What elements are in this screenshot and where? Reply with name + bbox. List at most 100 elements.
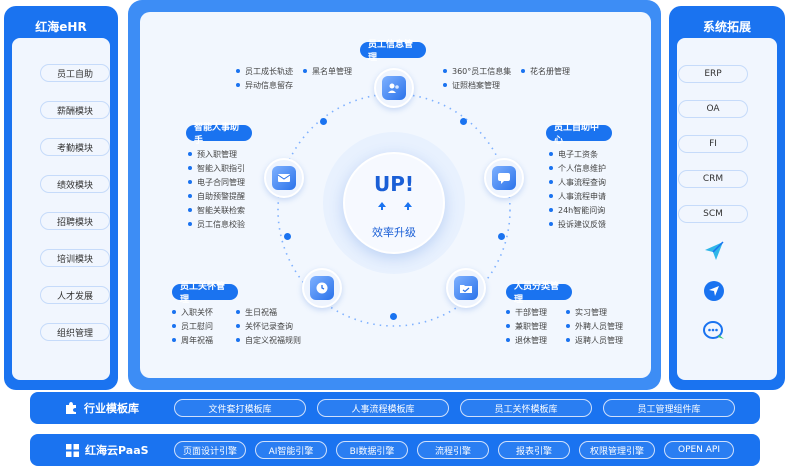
- list-item: 兼职管理: [506, 319, 547, 333]
- center-subtitle: 效率升级: [372, 226, 416, 239]
- engine-pill[interactable]: 流程引擎: [417, 441, 489, 459]
- module-pill[interactable]: 人才发展: [40, 286, 110, 304]
- folder-icon: [460, 285, 472, 293]
- paas-bar-title: 红海云PaaS: [66, 440, 149, 460]
- chat-icon: [498, 173, 510, 184]
- top-list-4: 花名册管理: [521, 64, 570, 78]
- engine-pill[interactable]: OPEN API: [664, 441, 734, 459]
- arrow-up-icon: [404, 202, 412, 210]
- lr-list-1: 干部管理 兼职管理 退休管理: [506, 305, 547, 347]
- section-tag: 智能人事助手: [186, 123, 252, 146]
- ur-list: 电子工资条 个人信息维护 人事流程查询 人事流程申请 24h智能问询 投诉建议反…: [549, 147, 606, 231]
- ul-list: 预入职管理 智能入职指引 电子合同管理 自助预警提醒 智能关联检索 员工信息校验: [188, 147, 245, 231]
- list-item: 自定义祝福规则: [236, 333, 301, 347]
- chat-bubble-icon[interactable]: [702, 320, 726, 342]
- people-icon: [388, 83, 399, 93]
- list-item: 证照档案管理: [443, 78, 511, 92]
- staff-info-node[interactable]: [374, 68, 414, 108]
- engine-pill[interactable]: 权限管理引擎: [579, 441, 655, 459]
- extension-pill[interactable]: CRM: [678, 170, 748, 188]
- lr-list-2: 实习管理 外聘人员管理 返聘人员管理: [566, 305, 623, 347]
- care-node[interactable]: [302, 268, 342, 308]
- list-item: 人事流程查询: [549, 175, 606, 189]
- list-item: 花名册管理: [521, 64, 570, 78]
- list-item: 员工信息校验: [188, 217, 245, 231]
- extension-pill[interactable]: OA: [678, 100, 748, 118]
- top-list-2: 黑名单管理: [303, 64, 352, 78]
- list-item: 返聘人员管理: [566, 333, 623, 347]
- center-disc: [343, 152, 445, 254]
- module-pill[interactable]: 薪酬模块: [40, 101, 110, 119]
- module-pill[interactable]: 培训模块: [40, 249, 110, 267]
- list-item: 员工慰问: [172, 319, 213, 333]
- ring-dot: [460, 118, 467, 125]
- section-tag: 员工信息管理: [360, 40, 426, 63]
- extension-pill[interactable]: FI: [678, 135, 748, 153]
- top-list-3: 360°员工信息集 证照档案管理: [443, 64, 511, 92]
- engine-pill[interactable]: 页面设计引擎: [174, 441, 246, 459]
- ll-list-2: 生日祝福 关怀记录查询 自定义祝福规则: [236, 305, 301, 347]
- arrow-up-icon: [378, 202, 386, 210]
- list-item: 生日祝福: [236, 305, 301, 319]
- module-pill[interactable]: 员工自助: [40, 64, 110, 82]
- industry-bar-title: 行业模板库: [64, 398, 139, 418]
- send-circle-icon[interactable]: [703, 280, 725, 302]
- template-pill[interactable]: 人事流程模板库: [317, 399, 449, 417]
- list-item: 个人信息维护: [549, 161, 606, 175]
- list-item: 外聘人员管理: [566, 319, 623, 333]
- section-tag: 员工自助中心: [546, 123, 612, 146]
- module-pill[interactable]: 考勤模块: [40, 138, 110, 156]
- section-tag: 人员分类管理: [506, 282, 572, 305]
- list-item: 退休管理: [506, 333, 547, 347]
- engine-pill[interactable]: 报表引擎: [498, 441, 570, 459]
- grid-icon: [66, 443, 79, 457]
- ring-dot: [390, 313, 397, 320]
- module-pill[interactable]: 招聘模块: [40, 212, 110, 230]
- list-item: 关怀记录查询: [236, 319, 301, 333]
- ring-dot: [284, 233, 291, 240]
- list-item: 360°员工信息集: [443, 64, 511, 78]
- list-item: 周年祝福: [172, 333, 213, 347]
- list-item: 智能关联检索: [188, 203, 245, 217]
- list-item: 黑名单管理: [303, 64, 352, 78]
- self-service-node[interactable]: [484, 158, 524, 198]
- list-item: 电子工资条: [549, 147, 606, 161]
- template-pill[interactable]: 员工关怀模板库: [460, 399, 592, 417]
- paper-plane-icon[interactable]: [703, 240, 725, 262]
- list-item: 入职关怀: [172, 305, 213, 319]
- ll-list-1: 入职关怀 员工慰问 周年祝福: [172, 305, 213, 347]
- classify-node[interactable]: [446, 268, 486, 308]
- list-item: 电子合同管理: [188, 175, 245, 189]
- list-item: 异动信息留存: [236, 78, 293, 92]
- ring-dot: [498, 233, 505, 240]
- clock-icon: [316, 282, 328, 294]
- list-item: 人事流程申请: [549, 189, 606, 203]
- template-pill[interactable]: 文件套打模板库: [174, 399, 306, 417]
- center-title: UP!: [373, 172, 415, 196]
- list-item: 预入职管理: [188, 147, 245, 161]
- assistant-node[interactable]: [264, 158, 304, 198]
- list-item: 员工成长轨迹: [236, 64, 293, 78]
- paas-title-text: 红海云PaaS: [85, 444, 149, 457]
- list-item: 24h智能问询: [549, 203, 606, 217]
- module-pill[interactable]: 绩效模块: [40, 175, 110, 193]
- module-pill[interactable]: 组织管理: [40, 323, 110, 341]
- engine-pill[interactable]: AI智能引擎: [255, 441, 327, 459]
- industry-title-text: 行业模板库: [84, 402, 139, 415]
- top-list-1: 员工成长轨迹 异动信息留存: [236, 64, 293, 92]
- template-pill[interactable]: 员工管理组件库: [603, 399, 735, 417]
- section-tag: 员工关怀管理: [172, 282, 238, 305]
- list-item: 干部管理: [506, 305, 547, 319]
- mail-icon: [277, 174, 291, 182]
- extension-pill[interactable]: ERP: [678, 65, 748, 83]
- left-column-title: 红海eHR: [35, 20, 87, 34]
- list-item: 自助预警提醒: [188, 189, 245, 203]
- puzzle-icon: [66, 402, 76, 414]
- right-column-title: 系统拓展: [702, 20, 751, 34]
- list-item: 智能入职指引: [188, 161, 245, 175]
- up-arrows: [377, 201, 413, 211]
- ring-dot: [320, 118, 327, 125]
- extension-pill[interactable]: SCM: [678, 205, 748, 223]
- engine-pill[interactable]: BI数据引擎: [336, 441, 408, 459]
- list-item: 投诉建议反馈: [549, 217, 606, 231]
